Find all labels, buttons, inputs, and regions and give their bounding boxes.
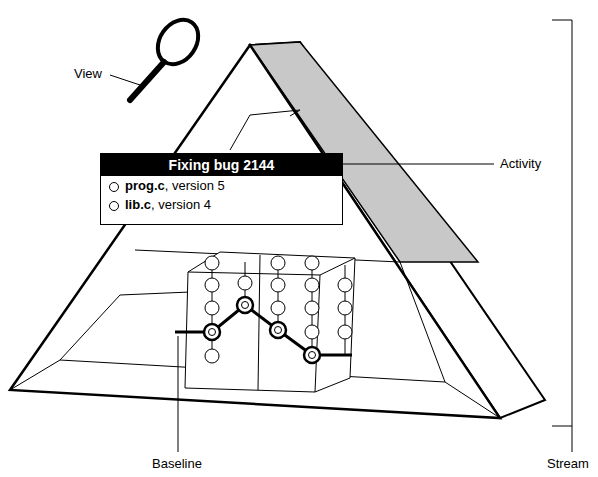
callout-label: View bbox=[72, 66, 104, 81]
callout-label: Activity bbox=[498, 156, 543, 171]
activity-box: Fixing bug 2144prog.c, version 5lib.c, v… bbox=[100, 153, 343, 225]
activity-title: Fixing bug 2144 bbox=[101, 154, 342, 176]
callout-label: Stream bbox=[545, 456, 591, 471]
activity-item: prog.c, version 5 bbox=[101, 176, 342, 195]
activity-item: lib.c, version 4 bbox=[101, 195, 342, 214]
callout-label: Baseline bbox=[150, 456, 204, 471]
